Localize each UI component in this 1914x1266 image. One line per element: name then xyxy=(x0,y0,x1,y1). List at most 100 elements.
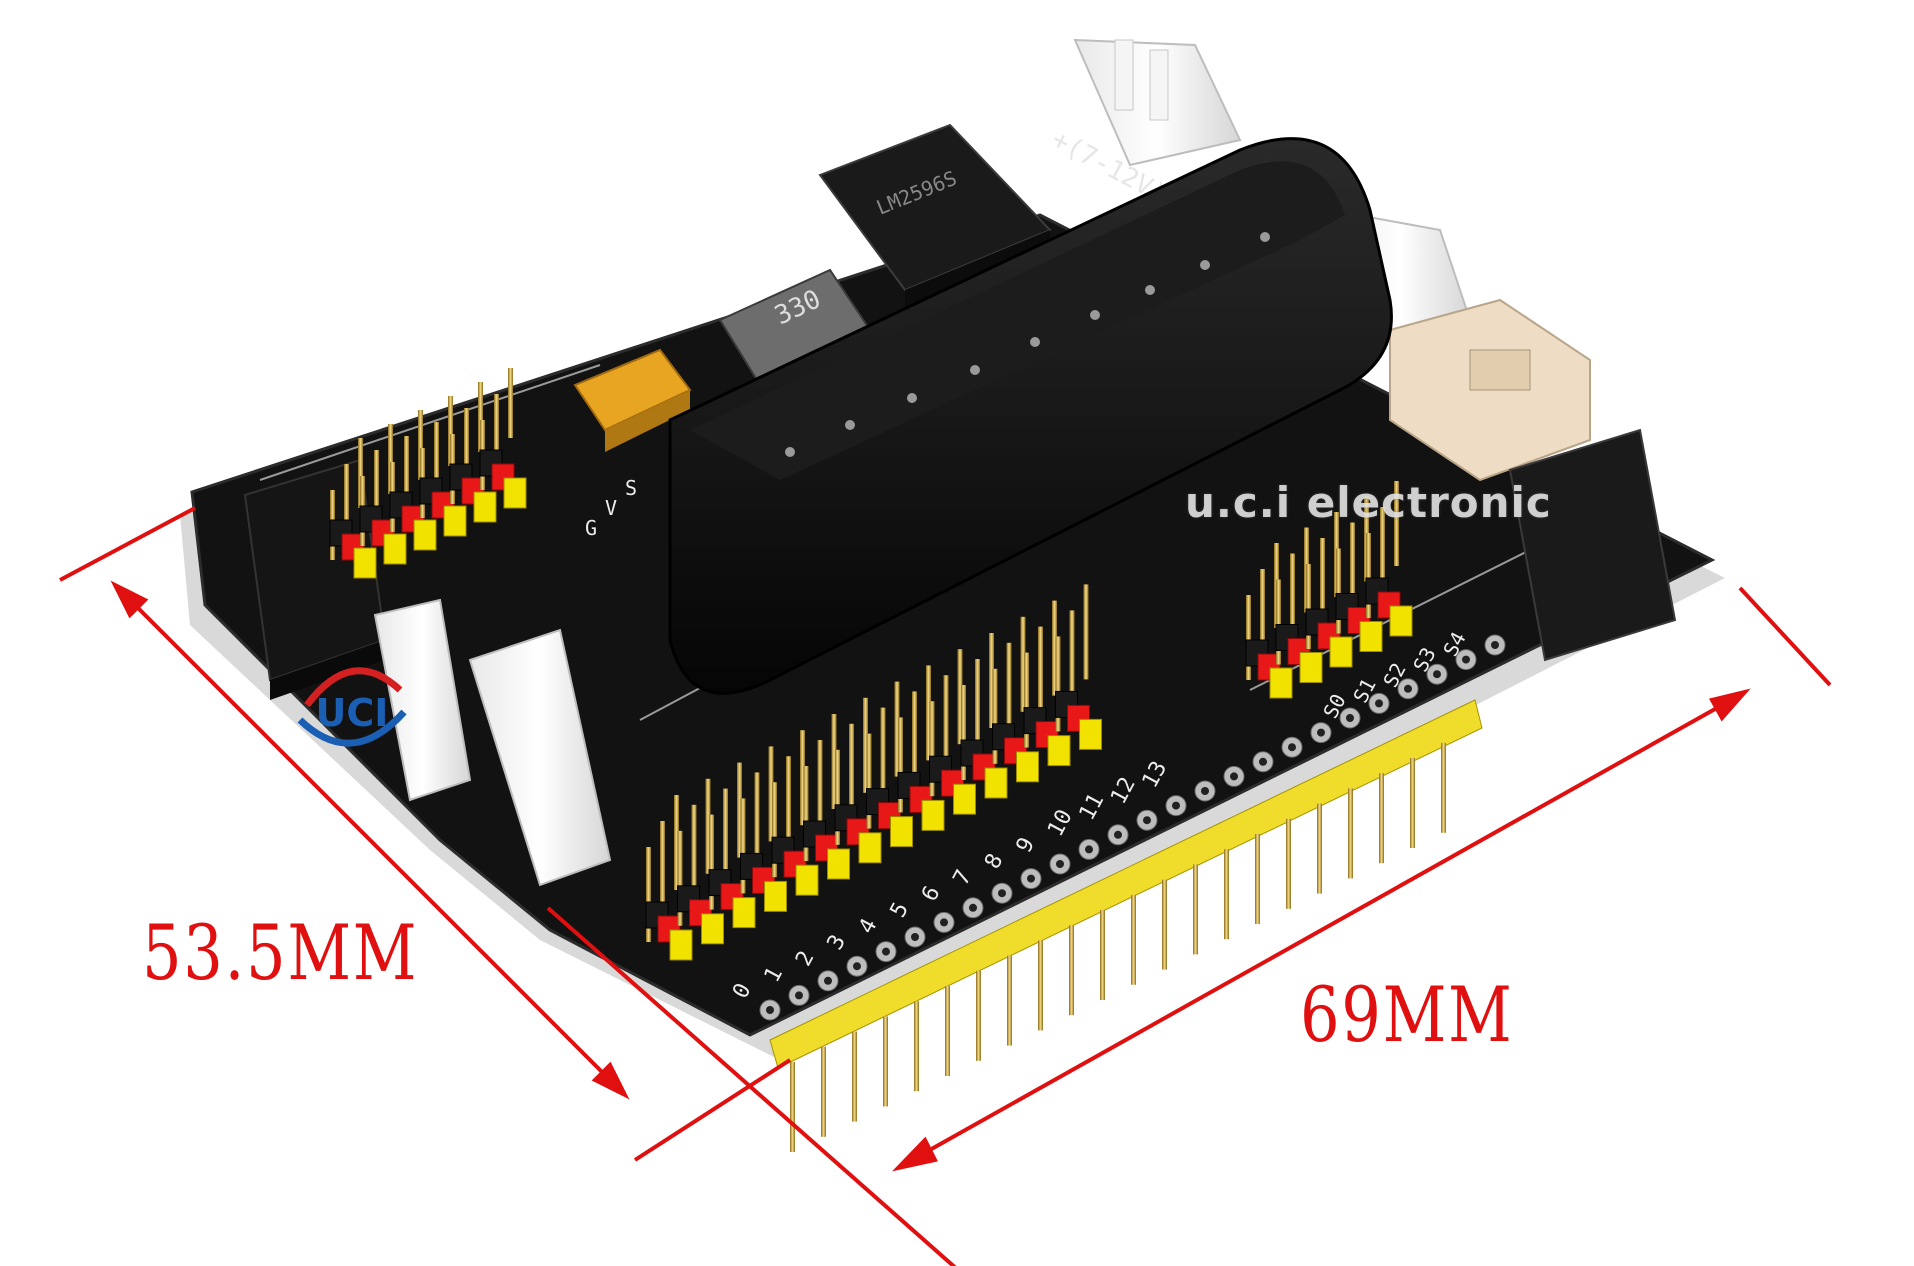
plated-hole-center xyxy=(969,903,977,912)
male-header-pin xyxy=(1131,894,1136,985)
male-header-pin xyxy=(1007,955,1012,1046)
male-header-pin xyxy=(1255,834,1260,924)
top-left-pin-5 xyxy=(479,368,527,509)
plated-hole-center xyxy=(824,976,832,985)
plated-hole-center xyxy=(1027,874,1035,883)
length-dimension-line xyxy=(902,693,1741,1167)
top-left-pin-4 xyxy=(449,382,497,523)
digital-pin-1 xyxy=(677,778,724,945)
digital-pin-2 xyxy=(708,762,756,929)
male-header-pin xyxy=(1379,773,1384,864)
female-header-right xyxy=(1508,428,1677,662)
length-extension-line-right xyxy=(1738,586,1832,687)
plated-hole-center xyxy=(911,933,919,941)
digital-pin-0 xyxy=(645,795,693,961)
width-arrow-start xyxy=(110,580,149,619)
plated-hole-center xyxy=(1288,743,1296,752)
plated-hole-center xyxy=(1143,816,1151,825)
plated-hole-center xyxy=(940,918,948,927)
length-arrow-end xyxy=(1708,688,1751,722)
plated-hole-center xyxy=(1259,757,1267,766)
digital-pin-9 xyxy=(929,649,976,815)
plated-hole-center xyxy=(1375,699,1383,708)
male-header-pin xyxy=(914,1001,919,1092)
male-header-pin xyxy=(821,1046,826,1137)
male-header-pin xyxy=(1317,803,1322,894)
male-header-pin xyxy=(945,986,950,1076)
male-header-pin xyxy=(1348,788,1353,879)
jst-connector-top xyxy=(1073,38,1242,167)
header-letter-label: V xyxy=(605,496,617,520)
plated-hole-center xyxy=(998,889,1006,898)
width-dimension-line xyxy=(118,588,622,1092)
watermark-text: u.c.i electronic xyxy=(1185,478,1552,527)
digital-pin-8 xyxy=(897,665,945,831)
plated-hole-center xyxy=(1172,801,1180,810)
width-extension-line-top xyxy=(59,506,196,582)
plated-hole-center xyxy=(853,962,861,971)
plated-hole-center xyxy=(1056,860,1064,868)
length-dimension-label: 69MM xyxy=(1300,970,1514,1059)
servo-pin-4 xyxy=(1365,481,1413,637)
pin-header-array xyxy=(329,368,1413,961)
male-header-pin xyxy=(1224,849,1229,940)
top-left-pin-2 xyxy=(389,410,437,551)
digital-pin-3 xyxy=(740,746,787,912)
male-header-pin xyxy=(1038,940,1043,1031)
jst-connector-beige xyxy=(1389,298,1591,482)
plated-hole-center xyxy=(1491,641,1499,649)
digital-pin-11 xyxy=(992,616,1039,783)
female-header-left xyxy=(243,458,387,700)
digital-pin-4 xyxy=(771,730,819,896)
ps2-controller-socket xyxy=(668,137,1393,695)
length-arrow-start xyxy=(891,1136,938,1172)
jst-connectors-left xyxy=(373,598,612,887)
uci-logo: UCI xyxy=(297,667,407,747)
digital-pin-5 xyxy=(803,714,850,880)
plated-hole-center xyxy=(1114,830,1122,839)
male-header-pin xyxy=(1100,910,1105,1000)
plated-hole-center xyxy=(1433,670,1441,679)
plated-hole-center xyxy=(795,991,803,1000)
top-left-pin-3 xyxy=(419,396,467,537)
male-header-pin xyxy=(790,1062,795,1152)
male-header-pin xyxy=(852,1031,857,1122)
male-header-pin xyxy=(1286,818,1291,909)
digital-pin-6 xyxy=(834,697,882,864)
male-header-pin xyxy=(976,970,981,1061)
arduino-male-header xyxy=(759,634,1506,1152)
top-left-pin-1 xyxy=(359,424,407,565)
plated-hole-center xyxy=(1317,728,1325,737)
width-extension-line-bottom xyxy=(633,1058,792,1162)
male-header-pin xyxy=(1441,742,1446,833)
male-header-pin xyxy=(1410,758,1415,848)
male-header-pin xyxy=(1162,879,1167,970)
dimension-lines xyxy=(59,506,1832,1266)
digital-pin-7 xyxy=(866,681,913,848)
tantalum-capacitor xyxy=(573,348,692,452)
plated-hole-center xyxy=(1085,845,1093,854)
male-header-strip xyxy=(769,699,1483,1069)
digital-pin-13 xyxy=(1055,584,1102,750)
header-letter-label: G xyxy=(585,516,597,540)
length-extension-line-left xyxy=(546,906,957,1266)
plated-hole-center xyxy=(1462,655,1470,664)
ps2-pin-holes xyxy=(785,232,1270,457)
plated-hole-center xyxy=(1230,772,1238,781)
plated-hole-center xyxy=(1346,714,1354,722)
plated-hole-center xyxy=(1404,684,1412,693)
header-letter-label: S xyxy=(625,476,637,500)
male-header-pin xyxy=(1193,864,1198,955)
width-arrow-end xyxy=(591,1061,630,1100)
width-dimension-label: 53.5MM xyxy=(142,908,419,997)
uci-logo-text: UCI xyxy=(316,691,389,735)
plated-hole-center xyxy=(882,947,890,956)
plated-hole-center xyxy=(1201,787,1209,795)
male-header-pin xyxy=(883,1016,888,1107)
male-header-pin xyxy=(1069,925,1074,1016)
digital-pin-10 xyxy=(960,633,1008,799)
digital-pin-12 xyxy=(1023,600,1071,767)
plated-hole-center xyxy=(766,1006,774,1014)
